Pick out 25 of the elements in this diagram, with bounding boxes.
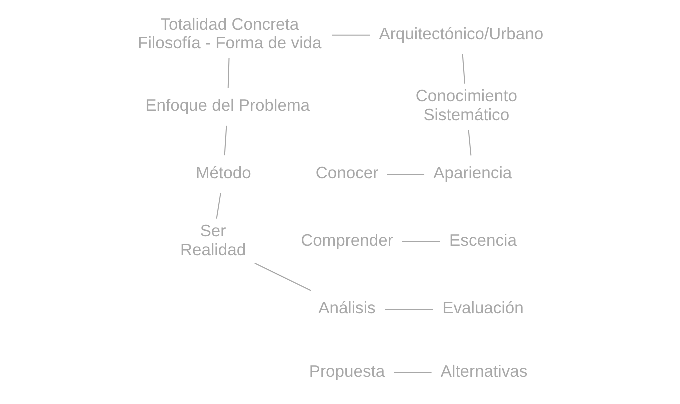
node-text: Análisis: [318, 298, 376, 318]
node-text: Comprender: [300, 230, 393, 250]
node-text: Conocimiento Sistemático: [415, 86, 517, 124]
node-text: Ser Realidad: [180, 222, 246, 260]
node-text: Apariencia: [433, 163, 512, 182]
node-text: Arquitectónico/Urbano: [378, 24, 544, 44]
connector: [462, 54, 466, 84]
connector: [394, 372, 432, 374]
node-text: Evaluación: [442, 298, 524, 318]
node-text: Alternativas: [440, 362, 528, 381]
node-text: Escencia: [449, 230, 516, 250]
node-text: Conocer: [315, 163, 378, 182]
connector: [387, 174, 424, 175]
node-text: Enfoque del Problema: [145, 96, 310, 115]
connector: [216, 193, 221, 219]
connector: [468, 130, 472, 156]
connector: [224, 126, 227, 156]
connector: [332, 34, 370, 36]
node-text: Método: [195, 163, 251, 182]
node-text: Totalidad Concreta Filosofía - Forma de vida: [138, 14, 322, 53]
connector: [227, 58, 230, 88]
connector: [384, 308, 433, 310]
connector: [402, 241, 440, 242]
connector: [254, 262, 311, 292]
node-text: Propuesta: [308, 362, 385, 381]
